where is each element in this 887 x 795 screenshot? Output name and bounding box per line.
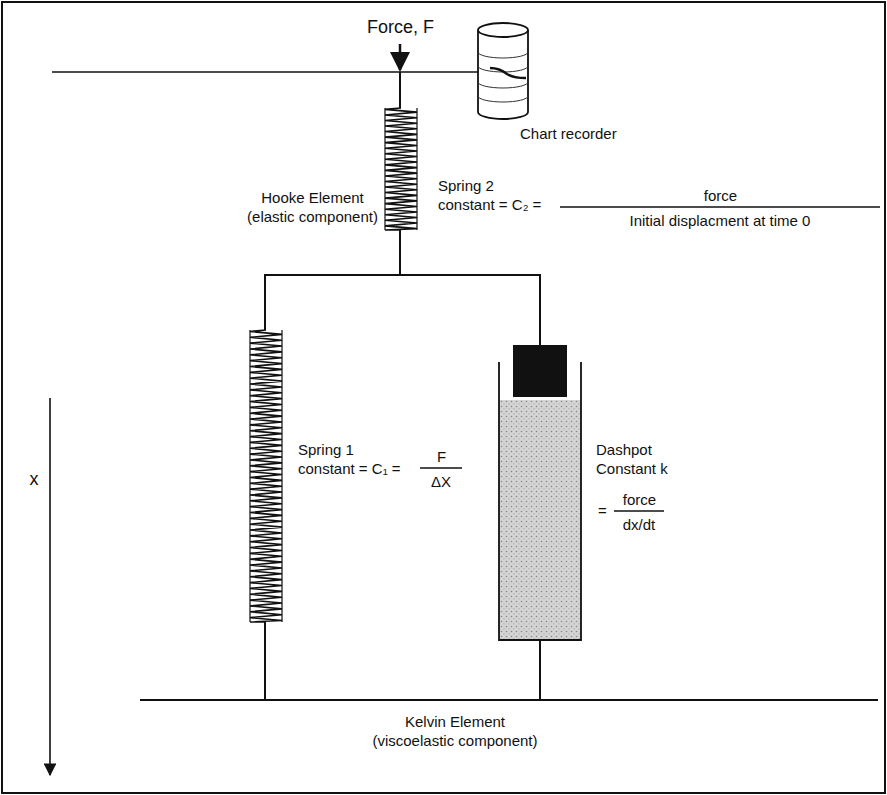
- element-label: Hooke Element (elastic component): [247, 188, 378, 226]
- recorder-lever: [52, 71, 490, 73]
- spring-lead: [399, 72, 401, 108]
- fraction-numerator: force: [703, 186, 738, 205]
- constant-label: Dashpot Constant k: [596, 440, 668, 478]
- constant-label: Spring 2 constant = C₂ =: [438, 176, 542, 214]
- dashpot-symbol: [499, 275, 581, 700]
- equals-sign: =: [598, 501, 608, 520]
- spring-lead: [264, 622, 266, 700]
- fraction-denominator: Initial displacment at time 0: [629, 211, 811, 230]
- spring-outline: [385, 108, 417, 230]
- fraction-numerator: F: [436, 447, 447, 466]
- constant-label: Spring 1 constant = C₁ =: [298, 440, 401, 478]
- force-arrow: [399, 44, 402, 70]
- displacement-arrow: [49, 398, 51, 775]
- spring-outline: [250, 330, 282, 622]
- fraction-bar: [560, 206, 880, 207]
- connecting-bar: [264, 274, 541, 276]
- spring-group: [250, 108, 417, 622]
- fraction-bar: [614, 510, 664, 511]
- fraction-denominator: dx/dt: [622, 515, 656, 534]
- recorder-label: Chart recorder: [520, 124, 618, 143]
- spring-coil: [385, 108, 417, 230]
- fraction-denominator: ΔX: [430, 472, 452, 491]
- force-label: Force, F: [366, 16, 435, 38]
- spring-coil: [250, 330, 282, 622]
- base-bar: [140, 699, 878, 701]
- fraction-numerator: force: [622, 490, 657, 509]
- chart-recorder-drum: [478, 23, 528, 119]
- element-label: Kelvin Element (viscoelastic component): [372, 712, 538, 750]
- fraction-bar: [420, 467, 462, 468]
- axis-label: x: [29, 468, 39, 490]
- spring-lead: [399, 230, 401, 275]
- spring-lead: [264, 275, 266, 330]
